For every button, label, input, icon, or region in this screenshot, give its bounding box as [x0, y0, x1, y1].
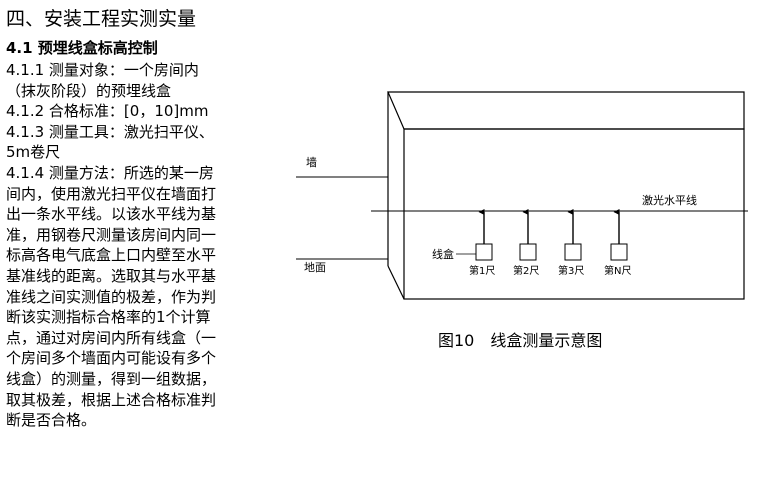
text-line: 基准线的距离。选取其与水平基 — [6, 266, 217, 285]
junction-box-n — [610, 243, 628, 261]
laser-label: 激光水平线 — [642, 193, 697, 207]
text-line: 断是否合格。 — [6, 411, 97, 430]
ruler-label-1: 第1尺 — [469, 264, 495, 277]
junction-box-3 — [564, 243, 582, 261]
text-line: 个房间多个墙面内可能设有多个 — [6, 349, 217, 368]
floor-label: 地面 — [304, 261, 326, 274]
text-line: 5m卷尺 — [6, 143, 61, 162]
junction-box-label: 线盒 — [432, 247, 454, 261]
room-depth-edge — [387, 265, 405, 300]
text-line: 4.1.1 测量对象：一个房间内 — [6, 61, 199, 79]
junction-box-diagram: 墙 地面 激光水平线 线盒 第1尺 第2尺 第3尺 第N尺 — [296, 84, 756, 304]
text-line: 4.1.4 测量方法：所选的某一房 — [6, 163, 214, 182]
text-line: 断该实测指标合格率的1个计算 — [6, 308, 211, 327]
wall-label: 墙 — [306, 155, 317, 169]
room-front-wall — [403, 128, 745, 300]
text-line: 出一条水平线。以该水平线为基 — [6, 205, 217, 224]
text-line: 标高各电气底盒上口内壁至水平 — [6, 246, 217, 265]
text-line: 取其极差，根据上述合格标准判 — [6, 390, 217, 409]
junction-box-2 — [519, 243, 537, 261]
text-line: 线盒）的测量，得到一组数据， — [6, 369, 217, 388]
ruler-label-2: 第2尺 — [513, 264, 539, 277]
ruler-label-n: 第N尺 — [604, 264, 631, 277]
subsection-title: 4.1 预埋线盒标高控制 — [6, 39, 158, 57]
text-line: 4.1.2 合格标准：[0，10]mm — [6, 102, 209, 121]
text-line: 4.1.3 测量工具：激光扫平仪、 — [6, 122, 214, 141]
text-line: 准线之间实测值的极差，作为判 — [6, 287, 217, 306]
text-line: 准，用钢卷尺测量该房间内同一 — [6, 225, 217, 244]
figure-caption: 图10 线盒测量示意图 — [438, 331, 603, 350]
text-line: 间内，使用激光扫平仪在墙面打 — [6, 184, 217, 203]
junction-box-1 — [475, 243, 493, 261]
measurement-description: 4.1.1 测量对象：一个房间内 （抹灰阶段）的预埋线盒 4.1.2 合格标准：… — [6, 60, 298, 431]
text-line: （抹灰阶段）的预埋线盒 — [6, 81, 172, 100]
section-heading: 四、安装工程实测实量 — [6, 8, 197, 30]
ruler-label-3: 第3尺 — [558, 264, 584, 277]
text-line: 点，通过对房间内所有线盒（一 — [6, 328, 217, 347]
room-top-face — [387, 91, 745, 130]
diagram-svg: 墙 地面 激光水平线 线盒 第1尺 第2尺 第3尺 第N尺 — [296, 91, 748, 300]
